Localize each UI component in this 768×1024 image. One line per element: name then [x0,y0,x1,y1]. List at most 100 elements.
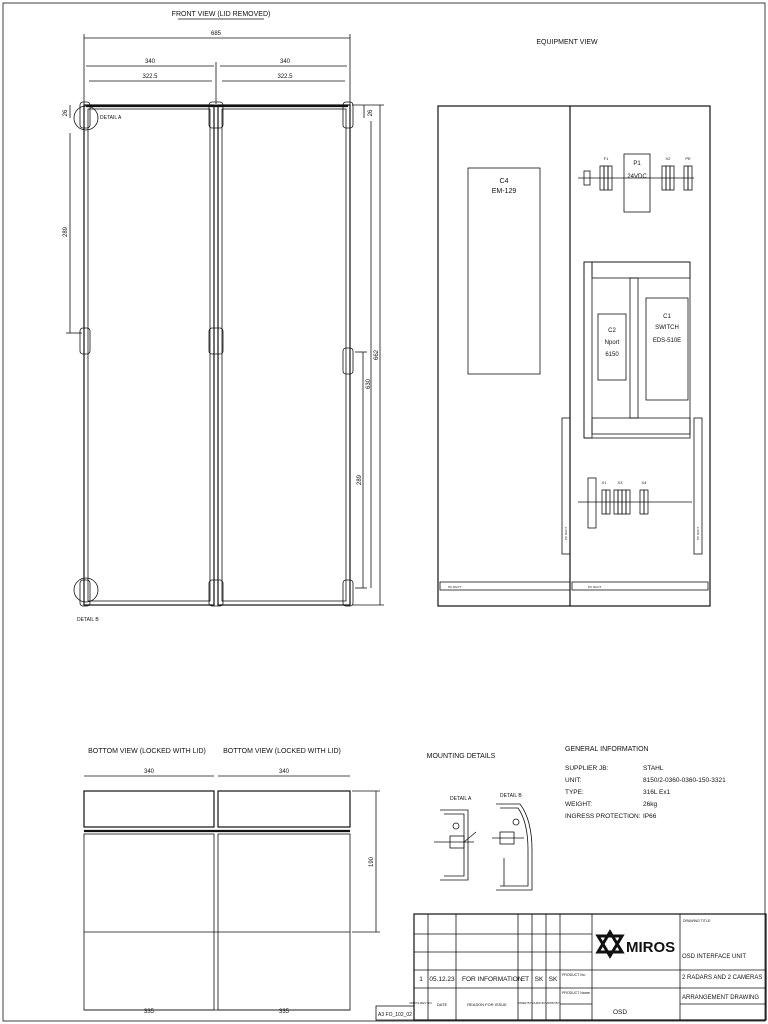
info-type-label: TYPE: [565,789,584,796]
c1-switch [645,297,689,401]
p1-rating: 24VDC [627,174,647,180]
info-supplier-value: STAHL [643,765,664,772]
duct-label-c: PC DUCT [696,526,700,540]
hdr-prep: PREP BY [519,1001,532,1005]
hdr-reason: REASON FOR ISSUE [467,1002,507,1007]
product-name: OSD [613,1009,627,1016]
bottom-view: BOTTOM VIEW (LOCKED WITH LID) BOTTOM VIE… [83,748,380,1015]
detail-b-label: DETAIL B [77,617,99,623]
bottom-base-right: 335 [279,1009,290,1015]
hdr-rev: MIROS REV NO. [409,1001,432,1005]
bottom-right-body [217,833,351,1011]
duct-label-a: PC DUCT [564,526,568,540]
dim-inner-left: 322.5 [142,74,158,80]
equipment-panel [437,105,711,607]
equipment-view-title: EQUIPMENT VIEW [536,39,598,46]
lower-terminals [587,477,649,529]
miros-logo: MIROS [595,929,675,959]
term-x4: X4 [642,480,648,485]
bottom-left-lid [83,790,215,828]
term-f1: F1 [604,156,609,161]
drawing-title-3: ARRANGEMENT DRAWING [682,995,759,1001]
c4-box [467,167,541,375]
mount-detail-a: DETAIL A [450,796,472,802]
front-left-enclosure [83,104,215,606]
bottom-dim-height: 190 [369,856,375,867]
product-no-label: PRODUCT No: [562,973,586,977]
term-x3: X3 [618,480,624,485]
dim-half-right: 340 [280,59,291,65]
detail-a-label: DETAIL A [100,115,122,121]
term-x1: X1 [602,480,608,485]
dim-right-lower: 289 [357,474,363,485]
dim-top-offset-right: 26 [368,109,374,116]
front-view: FRONT VIEW (LID REMOVED) 685 340 340 322… [63,11,384,623]
sheet-ref-box [375,1005,415,1021]
drawing-title-2: 2 RADARS AND 2 CAMERAS [682,975,762,981]
product-name-label: PRODUCT Name: [562,991,591,995]
dim-inner-height: 630 [366,378,372,389]
c1-line2: SWITCH [655,325,679,331]
mount-detail-b: DETAIL B [500,793,522,799]
dim-overall-height: 662 [374,349,380,360]
detail-b-marker [73,577,99,603]
duct-label-d: PC DUCT [588,585,602,589]
rev-reason: FOR INFORMATION [462,976,523,983]
bottom-duct-left [439,581,571,591]
c2-tag: C2 [608,328,616,334]
info-unit-value: 8150/2-0360-0360-150-3321 [643,777,726,784]
info-type-value: 316L Ex1 [643,789,671,796]
p1-tag: P1 [633,161,641,167]
term-pe: PE [685,156,691,161]
left-duct-a [561,417,571,555]
general-information: GENERAL INFORMATION SUPPLIER JB: STAHL U… [565,746,726,820]
detail-a-marker [73,105,99,131]
rev-date: 05.12.23 [429,976,455,983]
dim-half-left: 340 [145,59,156,65]
bottom-dim-left: 340 [144,769,155,775]
info-unit-label: UNIT: [565,777,581,784]
sheet-ref: A3 FO_102_02 [378,1012,412,1018]
info-ip-value: IP66 [643,813,657,820]
dim-top-offset-left: 26 [63,109,69,116]
c4-tag: C4 [500,178,509,185]
mount-detail-a-drawing [434,809,477,881]
right-duct [693,417,703,555]
bottom-base-left: 335 [144,1009,155,1015]
p1-terminals [583,165,693,191]
mount-detail-b-drawing [492,803,533,891]
bottom-dim-right: 340 [279,769,290,775]
title-block: A3 FO_102_02 1 05.12.23 FOR INFORMATION … [375,913,767,1021]
front-view-title: FRONT VIEW (LID REMOVED) [172,11,271,18]
hdr-chkd: CHKD BY [532,1001,545,1005]
drawing-title-1: OSD INTERFACE UNIT [682,954,746,960]
info-weight-value: 26kg [643,801,657,808]
c2-line3: 6150 [605,352,619,358]
rev-number: 1 [419,976,423,983]
duct-label-b: PC DUCT [448,585,462,589]
p1-power-supply [623,153,651,213]
equipment-frame [583,261,691,439]
c2-nport [597,313,627,381]
term-x2: X2 [666,156,672,161]
rev-appr: SK [549,976,558,983]
mounting-title: MOUNTING DETAILS [427,753,496,760]
c2-line2: Nport [605,340,620,346]
c1-tag: C1 [663,314,671,320]
dim-inner-right: 322.5 [277,74,293,80]
bottom-right-lid [217,790,351,828]
hdr-date: DATE [437,1002,448,1007]
bottom-title-right: BOTTOM VIEW (LOCKED WITH LID) [223,748,341,755]
dim-overall-width: 685 [211,31,222,37]
c4-model: EM-129 [492,188,517,195]
rev-chkd: SK [535,976,544,983]
front-right-enclosure [217,104,351,606]
bottom-duct-right [571,581,709,591]
equipment-view: EQUIPMENT VIEW C4 EM-129 PC DUCT PC DUCT… [437,39,711,607]
logo-text: MIROS [626,939,675,956]
hdr-appr: APPR BY [546,1001,559,1005]
rev-prep: ET [521,976,529,983]
info-supplier-label: SUPPLIER JB: [565,765,609,772]
c1-line3: EDS-510E [653,338,681,344]
drawing-title-label: DRAWING TITLE: [683,919,711,923]
